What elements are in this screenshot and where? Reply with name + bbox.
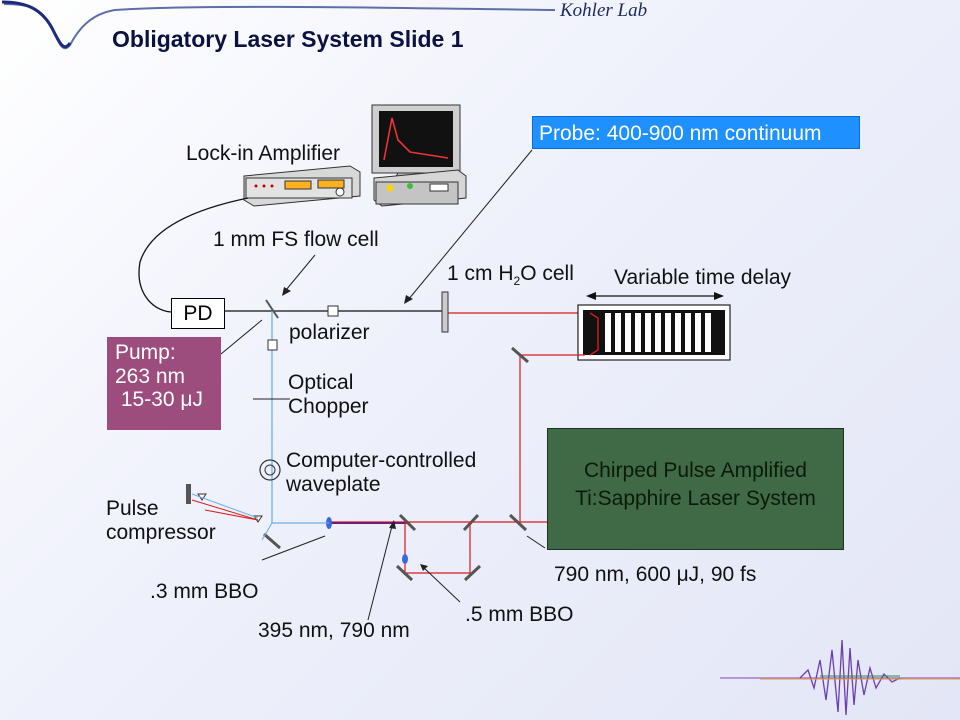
water-cell-icon xyxy=(441,291,449,333)
beamsplitter-icon xyxy=(265,299,279,319)
brand-logo: Kohler Lab xyxy=(560,0,648,21)
signal-cable xyxy=(138,197,249,313)
delay-stage-icon xyxy=(577,304,731,361)
water-cell-label: 1 cm H2O cell xyxy=(447,262,574,289)
polarizer-square-icon xyxy=(327,305,339,317)
mirror-icon xyxy=(463,564,482,582)
page-title: Obligatory Laser System Slide 1 xyxy=(112,26,464,52)
mirror-icon xyxy=(508,513,528,532)
mirror-icon xyxy=(398,513,417,532)
computer-monitor-icon xyxy=(371,104,461,181)
polarizer-square-icon xyxy=(267,339,278,351)
delay-range-arrow xyxy=(586,292,724,300)
flowcell-label: 1 mm FS flow cell xyxy=(213,228,379,251)
photodiode-box: PD xyxy=(171,298,225,329)
wavelength-label: 395 nm, 790 nm xyxy=(258,619,410,642)
probe-label-box: Probe: 400-900 nm continuum xyxy=(532,116,860,149)
bbo-03-label: .3 mm BBO xyxy=(150,580,259,603)
bbo-05-label: .5 mm BBO xyxy=(465,603,574,626)
pump-label-box: Pump: 263 nm 15-30 μJ xyxy=(107,337,221,430)
bbo-crystal-icon xyxy=(402,554,408,564)
polarizer-label: polarizer xyxy=(289,321,370,344)
mirror-icon xyxy=(511,346,529,364)
computer-box-icon xyxy=(373,169,467,207)
delay-label: Variable time delay xyxy=(614,266,792,289)
laser-spec-label: 790 nm, 600 μJ, 90 fs xyxy=(554,563,757,586)
lockin-label: Lock-in Amplifier xyxy=(186,142,341,165)
waveform-decoration-icon xyxy=(720,639,960,716)
mirror-icon xyxy=(395,564,414,582)
lockin-amplifier-device-icon xyxy=(243,165,361,207)
mirror-icon xyxy=(462,513,480,532)
mirror-icon xyxy=(263,532,281,550)
pulse-compressor-icon xyxy=(186,484,263,523)
waveplate-icon xyxy=(259,459,281,481)
